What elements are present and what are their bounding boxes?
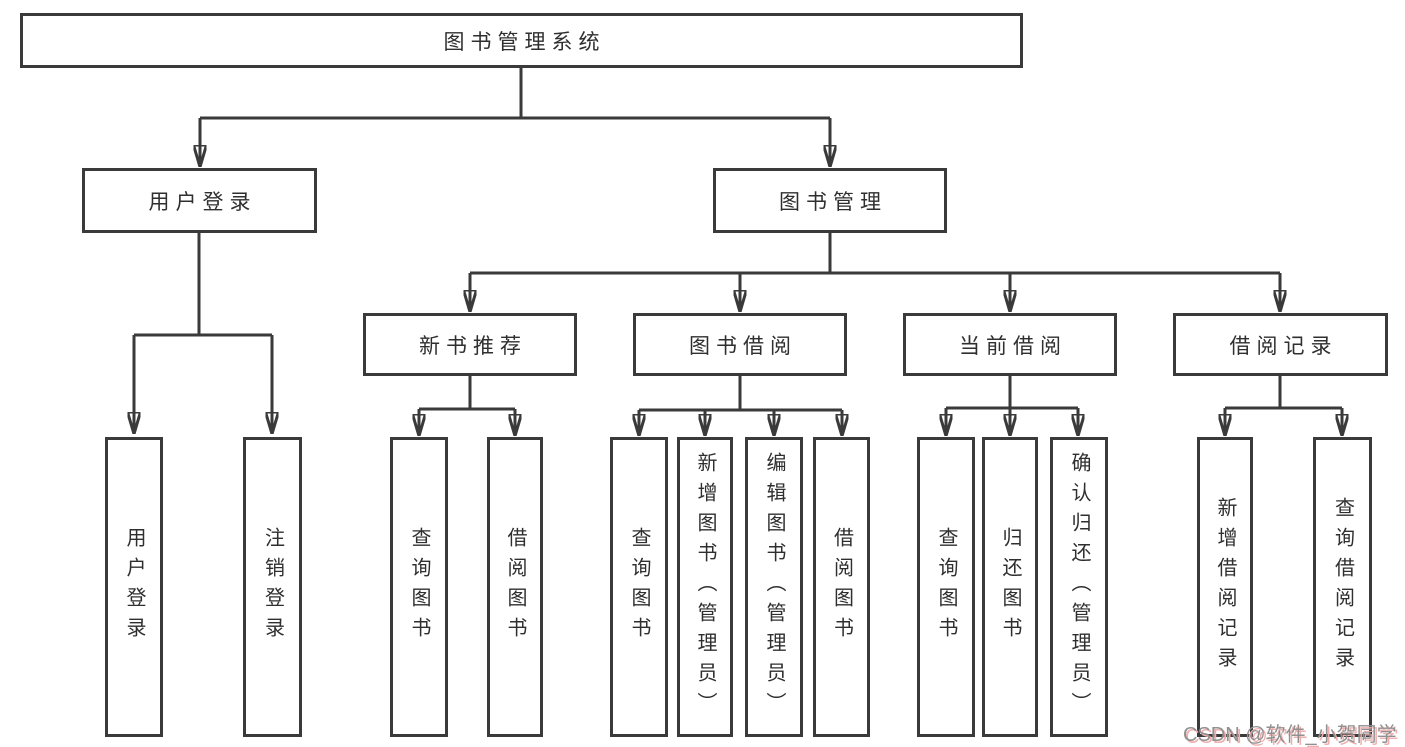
node-root-label: 图书管理系统 bbox=[443, 30, 606, 54]
leaf-cb-query-books: 查询图书 bbox=[917, 437, 975, 737]
leaf-cb-return-books: 归还图书 bbox=[982, 437, 1038, 737]
leaf-user-login: 用户登录 bbox=[105, 437, 163, 737]
leaf-bb-query-books: 查询图书 bbox=[610, 437, 668, 737]
leaf-bb-borrow-books: 借阅图书 bbox=[813, 437, 870, 737]
leaf-bb-add-books-admin: 新增图书（管理员） bbox=[677, 437, 733, 737]
leaf-cb-confirm-return-admin: 确认归还（管理员） bbox=[1050, 437, 1108, 737]
csdn-watermark: CSDN @软件_小贺同学 bbox=[1183, 724, 1397, 746]
node-user-login-label: 用户登录 bbox=[148, 190, 257, 214]
leaf-logout: 注销登录 bbox=[243, 437, 302, 737]
leaf-nbr-query-books: 查询图书 bbox=[390, 437, 448, 737]
node-current-borrow: 当前借阅 bbox=[903, 313, 1117, 376]
node-new-book-rec: 新书推荐 bbox=[363, 313, 577, 376]
node-new-book-rec-label: 新书推荐 bbox=[419, 334, 527, 358]
node-book-borrow-label: 图书借阅 bbox=[689, 334, 797, 358]
node-borrow-records: 借阅记录 bbox=[1173, 313, 1388, 376]
trunk-user-login bbox=[134, 233, 272, 337]
node-current-borrow-label: 当前借阅 bbox=[959, 334, 1067, 358]
trunk-new-book-rec bbox=[419, 376, 515, 411]
trunk-root bbox=[200, 68, 830, 120]
leaf-br-add-record: 新增借阅记录 bbox=[1197, 437, 1253, 737]
leaf-nbr-borrow-books: 借阅图书 bbox=[487, 437, 543, 737]
node-book-borrow: 图书借阅 bbox=[633, 313, 847, 376]
trunk-borrow-records bbox=[1225, 376, 1342, 410]
leaf-br-query-record: 查询借阅记录 bbox=[1313, 437, 1372, 737]
node-root: 图书管理系统 bbox=[20, 13, 1023, 68]
leaf-bb-edit-books-admin: 编辑图书（管理员） bbox=[745, 437, 803, 737]
trunk-book-borrow bbox=[639, 376, 842, 412]
node-borrow-records-label: 借阅记录 bbox=[1229, 334, 1338, 358]
trunk-current-borrow bbox=[946, 376, 1078, 410]
trunk-book-mgmt bbox=[470, 233, 1280, 275]
node-user-login: 用户登录 bbox=[82, 168, 317, 233]
node-book-mgmt-label: 图书管理 bbox=[779, 190, 887, 214]
node-book-mgmt: 图书管理 bbox=[713, 168, 947, 233]
